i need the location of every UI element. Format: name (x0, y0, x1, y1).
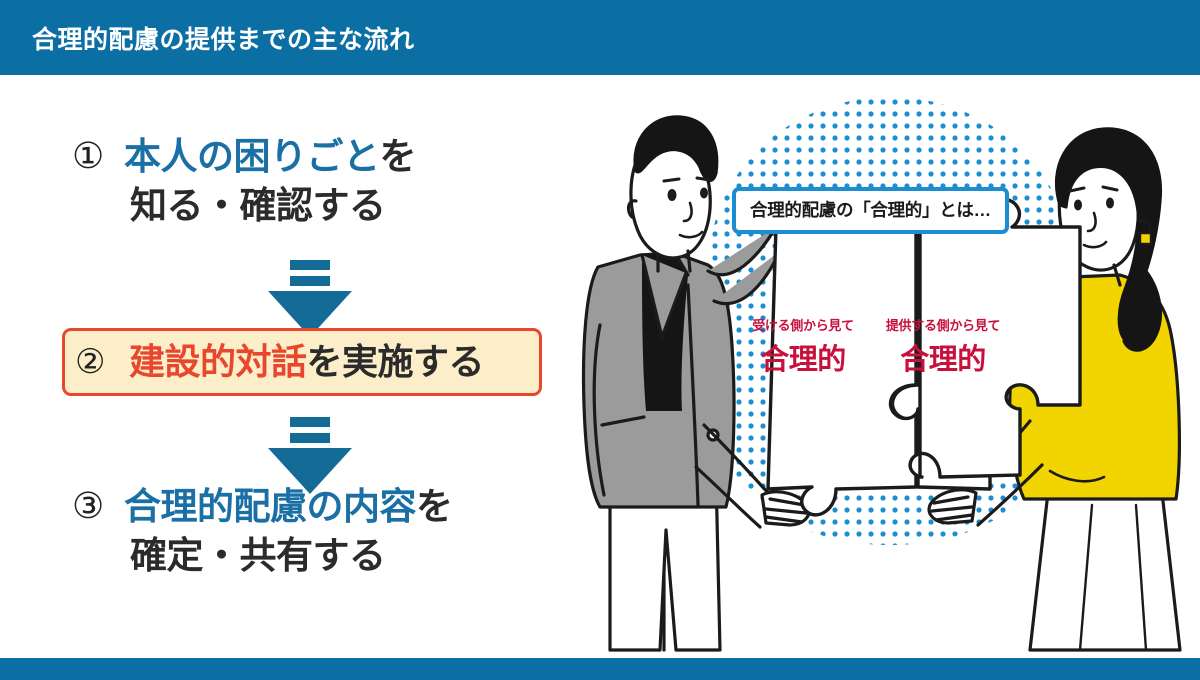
flow-step-2-box[interactable]: ② 建設的対話を実施する (62, 328, 542, 396)
arrow-bar-top (290, 260, 330, 270)
down-arrow-icon-2 (268, 417, 352, 494)
down-arrow-icon-1 (268, 260, 352, 337)
flow-step-1-highlight: 本人の困りごと (124, 136, 380, 177)
person-left-man (581, 115, 823, 652)
flow-step-3-highlight: 合理的配慮の内容 (124, 486, 417, 527)
illustration-artwork (581, 97, 1182, 652)
page-title: 合理的配慮の提供までの主な流れ (32, 25, 415, 54)
illustration-panel: 合理的配慮の「合理的」とは… 受ける側から見て 合理的 提供する側から見て 合理… (580, 75, 1200, 658)
flow-step-2-highlight: 建設的対話 (129, 341, 307, 382)
arrow-bar-top (290, 417, 330, 427)
flow-step-1: ① 本人の困りごとを 知る・確認する (72, 133, 552, 231)
flow-column: ① 本人の困りごとを 知る・確認する ② 建設的対話を実施する ③ 合理的配慮の… (0, 75, 580, 658)
header-bar: 合理的配慮の提供までの主な流れ (0, 0, 1200, 75)
flow-step-3: ③ 合理的配慮の内容を 確定・共有する (72, 483, 552, 581)
puzzle-left-label: 受ける側から見て 合理的 (728, 315, 878, 378)
flow-step-1-number: ① (72, 135, 105, 176)
puzzle-left-word: 合理的 (760, 344, 846, 376)
flow-step-1-line2: 知る・確認する (130, 185, 386, 226)
flow-step-3-line1: ③ 合理的配慮の内容を (72, 483, 552, 531)
flow-step-3-line2: 確定・共有する (130, 535, 386, 576)
puzzle-right-label: 提供する側から見て 合理的 (868, 315, 1018, 378)
puzzle-right-word: 合理的 (900, 344, 986, 376)
flow-step-1-line1: ① 本人の困りごとを (72, 133, 552, 181)
flow-step-2-number: ② (75, 343, 106, 381)
flow-step-3-number: ③ (72, 485, 105, 526)
arrow-bar-bottom (290, 276, 330, 286)
flow-step-1-rest: を (379, 136, 417, 177)
puzzle-right-caption: 提供する側から見て (885, 318, 1001, 333)
callout-label: 合理的配慮の「合理的」とは… (732, 187, 1009, 234)
puzzle-piece-right-body (908, 197, 1082, 479)
flow-step-2-rest: を実施する (306, 341, 485, 382)
footer-bar (0, 658, 1200, 680)
arrow-bar-bottom (290, 433, 330, 443)
puzzle-left-caption: 受ける側から見て (752, 318, 854, 333)
arrow-triangle (268, 448, 352, 494)
flow-step-3-rest: を (416, 486, 453, 527)
